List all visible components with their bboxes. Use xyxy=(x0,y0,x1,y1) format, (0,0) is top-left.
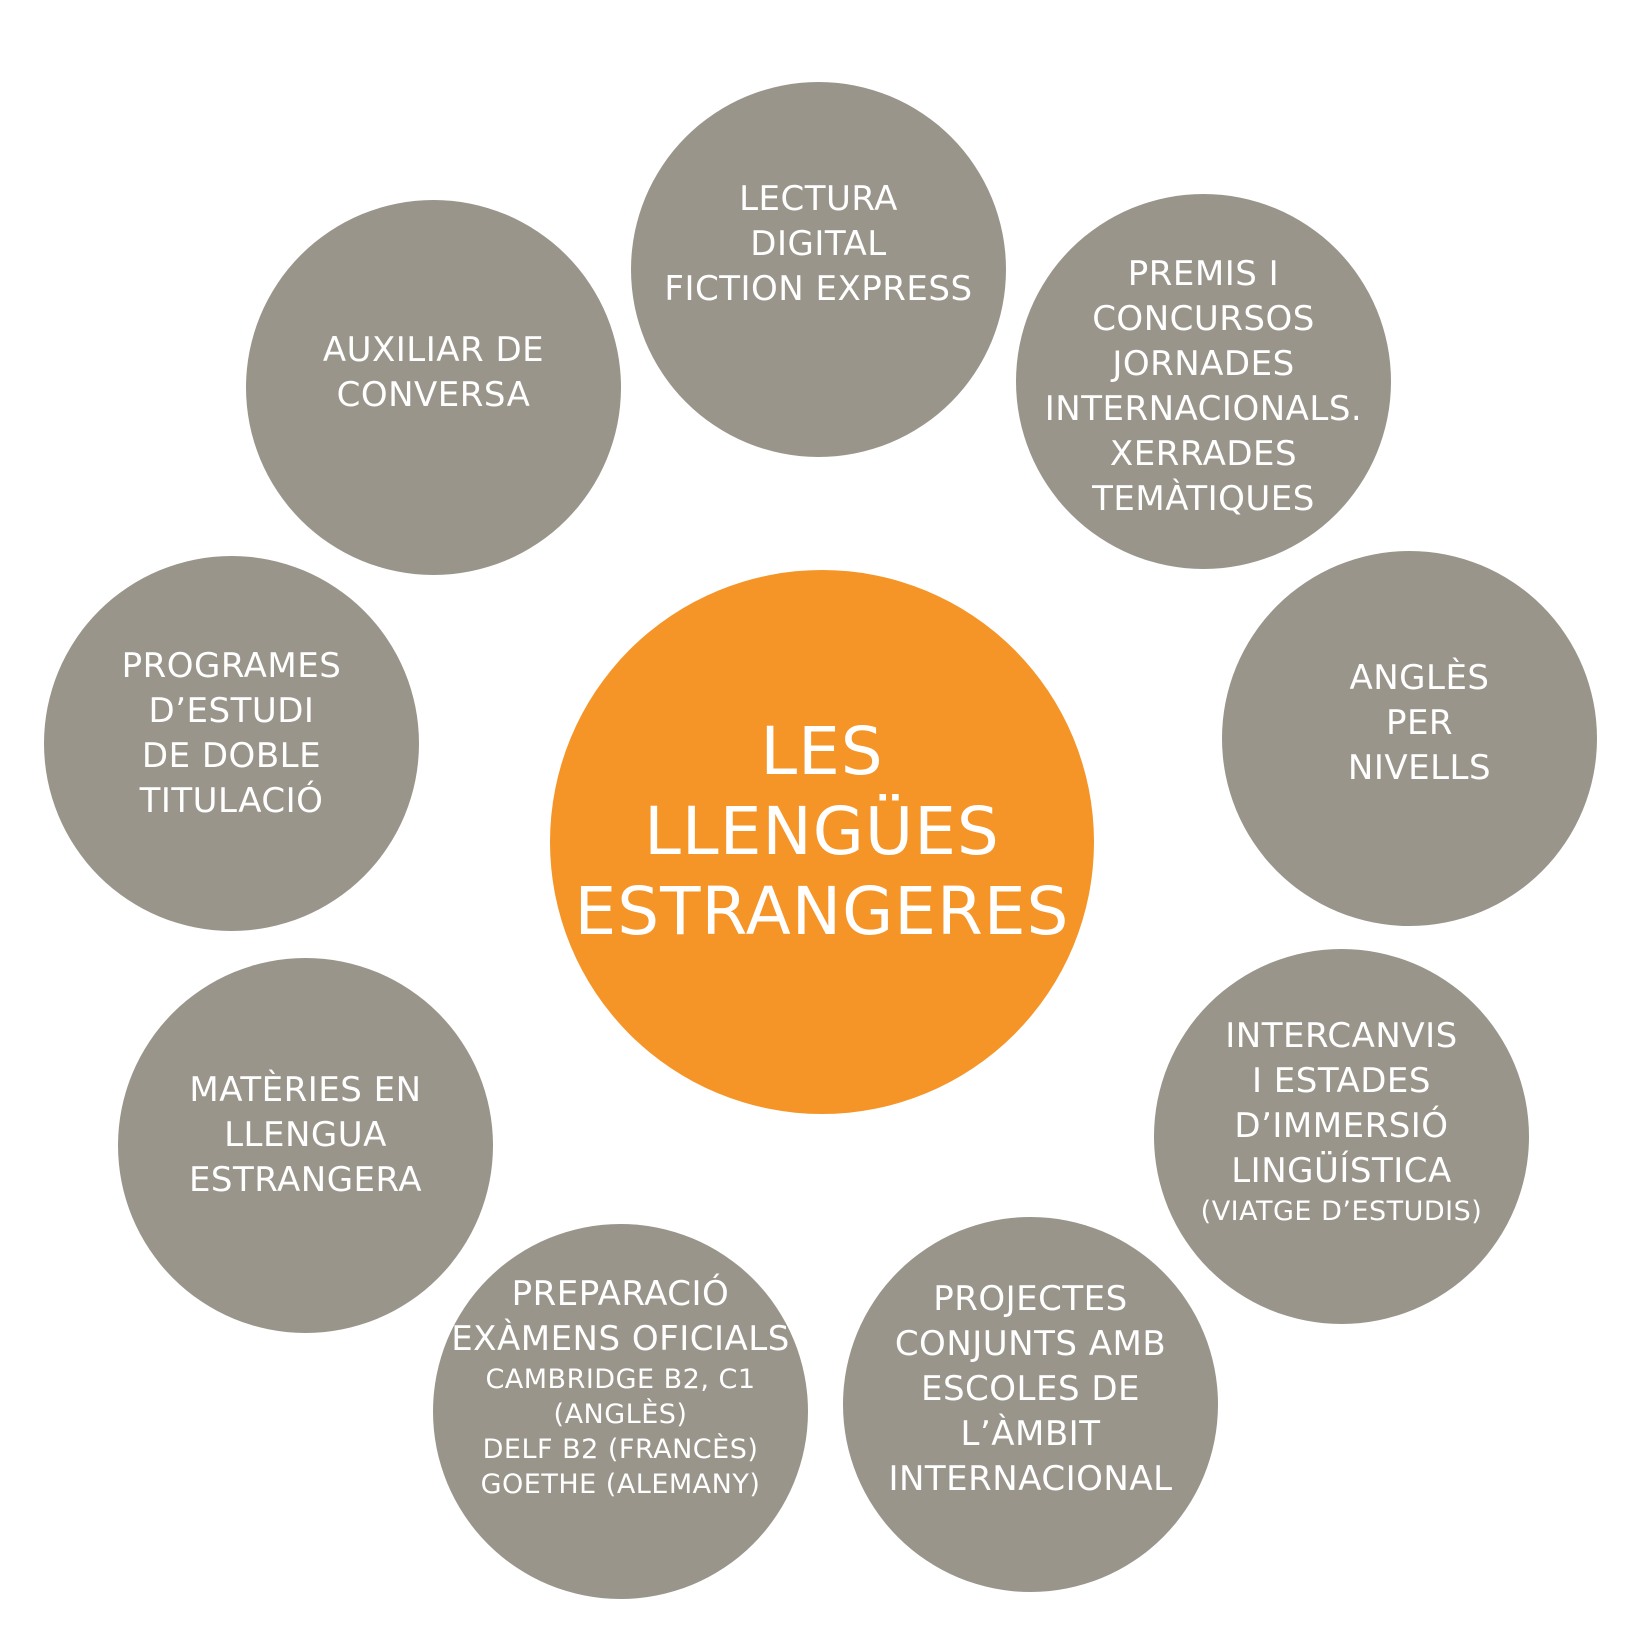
node-text-line: FICTION EXPRESS xyxy=(664,269,973,309)
node-text-line: PROJECTES xyxy=(933,1279,1128,1319)
node-text-line: CONCURSOS xyxy=(1092,298,1315,339)
node-angles-per-nivells: ANGLÈS PER NIVELLS xyxy=(1222,551,1597,926)
node-text-line: EXÀMENS OFICIALS xyxy=(451,1318,790,1359)
node-text-small-line: DELF B2 (FRANCÈS) xyxy=(482,1433,759,1465)
node-auxiliar-conversa: AUXILIAR DE CONVERSA xyxy=(246,200,621,575)
node-text-line: I ESTADES xyxy=(1251,1061,1432,1101)
center-title-line: LES xyxy=(760,713,884,790)
node-text-small-line: GOETHE (ALEMANY) xyxy=(480,1468,761,1500)
node-text-small-line: (VIATGE D’ESTUDIS) xyxy=(1200,1196,1483,1227)
node-text-line: PREMIS I xyxy=(1127,253,1280,294)
node-text-line: AUXILIAR DE xyxy=(322,329,545,370)
node-text-line: LINGÜÍSTICA xyxy=(1231,1151,1452,1191)
node-text-line: TEMÀTIQUES xyxy=(1092,478,1315,519)
node-premis-concursos: PREMIS I CONCURSOS JORNADES INTERNACIONA… xyxy=(1016,194,1391,569)
node-text-line: LECTURA xyxy=(739,179,898,219)
node-text-line: PROGRAMES xyxy=(121,645,342,686)
node-text-line: L’ÀMBIT xyxy=(960,1414,1101,1454)
node-text-line: PER xyxy=(1385,703,1454,743)
node-text-line: ESTRANGERA xyxy=(188,1160,423,1200)
node-lectura-digital: LECTURA DIGITAL FICTION EXPRESS xyxy=(631,82,1006,457)
node-text-line: DIGITAL xyxy=(750,224,887,264)
node-text-line: INTERNACIONALS. xyxy=(1044,388,1363,429)
node-text-line: LLENGUA xyxy=(224,1115,387,1155)
node-text-line: DE DOBLE xyxy=(141,735,322,776)
center-node-llengues-estrangeres: LES LLENGÜES ESTRANGERES xyxy=(550,570,1094,1114)
node-text-line: CONJUNTS AMB xyxy=(894,1324,1167,1364)
node-text-line: TITULACIÓ xyxy=(139,780,324,821)
center-title-line: LLENGÜES xyxy=(644,793,1000,870)
node-text-line: D’ESTUDI xyxy=(148,690,315,731)
node-text-line: INTERCANVIS xyxy=(1225,1016,1458,1056)
node-text-line: D’IMMERSIÓ xyxy=(1234,1106,1449,1146)
node-text-line: ESCOLES DE xyxy=(920,1369,1141,1409)
node-text-line: CONVERSA xyxy=(336,374,531,415)
node-text-line: PREPARACIÓ xyxy=(511,1273,730,1314)
center-title-line: ESTRANGERES xyxy=(574,873,1070,950)
node-intercanvis: INTERCANVIS I ESTADES D’IMMERSIÓ LINGÜÍS… xyxy=(1154,949,1529,1324)
node-programes-doble-titulacio: PROGRAMES D’ESTUDI DE DOBLE TITULACIÓ xyxy=(44,556,419,931)
node-text-line: NIVELLS xyxy=(1347,748,1492,788)
node-text-line: XERRADES xyxy=(1109,433,1298,474)
node-text-line: JORNADES xyxy=(1112,343,1295,384)
node-text-line: ANGLÈS xyxy=(1349,658,1490,698)
node-text-line: INTERNACIONAL xyxy=(888,1459,1173,1499)
node-materies-llengua: MATÈRIES EN LLENGUA ESTRANGERA xyxy=(118,958,493,1333)
node-text-small-line: (ANGLÈS) xyxy=(553,1398,688,1430)
node-preparacio-examens: PREPARACIÓ EXÀMENS OFICIALS CAMBRIDGE B2… xyxy=(433,1224,808,1599)
node-text-line: MATÈRIES EN xyxy=(189,1070,422,1110)
node-text-small-line: CAMBRIDGE B2, C1 xyxy=(485,1363,756,1395)
node-projectes-conjunts: PROJECTES CONJUNTS AMB ESCOLES DE L’ÀMBI… xyxy=(843,1217,1218,1592)
